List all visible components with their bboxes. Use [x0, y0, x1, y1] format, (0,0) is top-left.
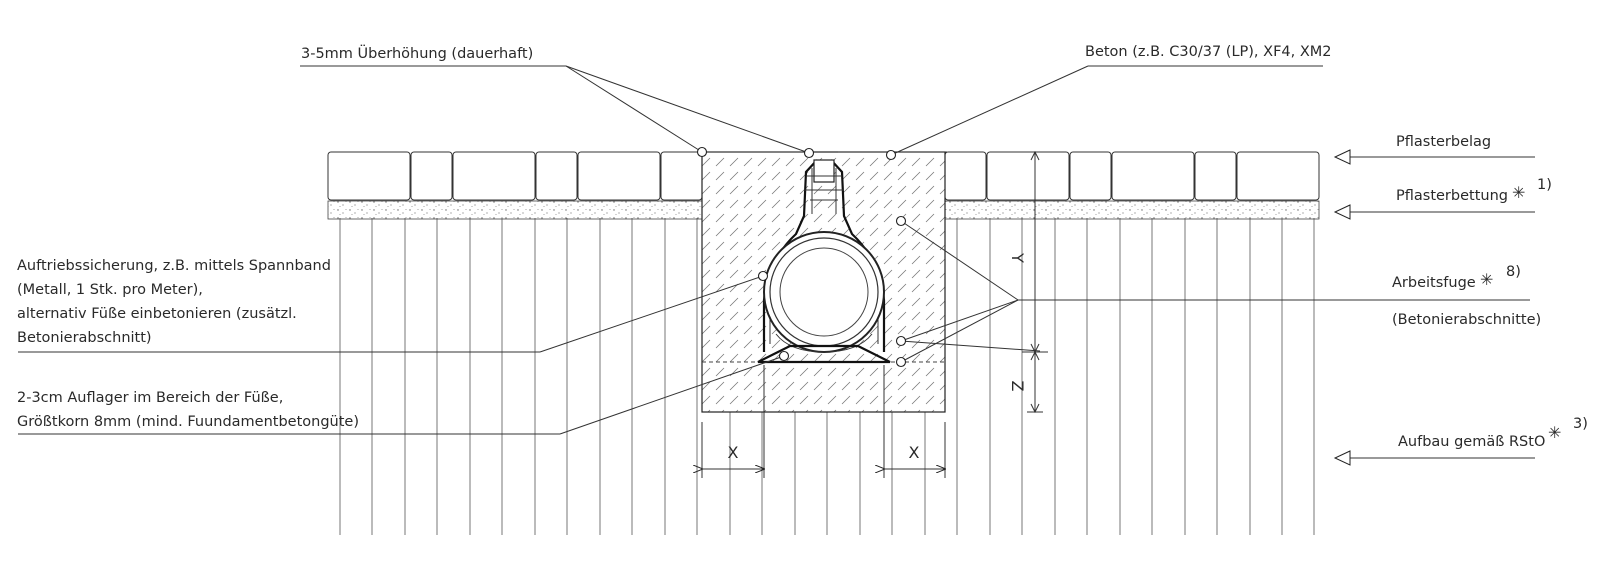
arbeitsfuge-footnote: 8): [1506, 264, 1521, 280]
label-auftrieb-line2: (Metall, 1 Stk. pro Meter),: [17, 282, 203, 298]
aufbau-footnote: 3): [1573, 416, 1588, 432]
dimension-x-left: X: [728, 443, 739, 462]
reference-markers: [696, 146, 907, 368]
label-beton: Beton (z.B. C30/37 (LP), XF4, XM2: [1085, 44, 1332, 60]
label-betonierabschnitte: (Betonierabschnitte): [1392, 312, 1541, 328]
label-ueberhoehung: 3-5mm Überhöhung (dauerhaft): [301, 44, 533, 62]
label-auftrieb-line4: Betonierabschnitt): [17, 330, 152, 346]
dimension-z: Z: [1008, 381, 1027, 392]
label-auftrieb-line1: Auftriebssicherung, z.B. mittels Spannba…: [17, 258, 331, 274]
leader-lines: [18, 65, 1530, 435]
label-auftrieb-line3: alternativ Füße einbetonieren (zusätzl.: [17, 306, 297, 322]
dimension-lines: [702, 150, 1048, 478]
label-auflager-line2: Größtkorn 8mm (mind. Fuundamentbetongüte…: [17, 414, 359, 430]
label-auflager-line1: 2-3cm Auflager im Bereich der Füße,: [17, 390, 283, 406]
aufbau-asterisk: ✳: [1548, 423, 1561, 442]
label-aufbau: Aufbau gemäß RStO: [1398, 434, 1545, 450]
dimension-x-right: X: [909, 443, 920, 462]
dimension-y: Y: [1008, 252, 1027, 263]
label-pflasterbettung: Pflasterbettung: [1396, 188, 1508, 204]
label-arbeitsfuge: Arbeitsfuge: [1392, 275, 1476, 291]
label-pflasterbelag: Pflasterbelag: [1396, 134, 1491, 150]
pflasterbettung-footnote: 1): [1537, 177, 1552, 193]
paving-bedding-layer: [327, 200, 1320, 220]
arbeitsfuge-asterisk: ✳: [1480, 270, 1493, 289]
paving-stones: [327, 151, 1320, 201]
layer-arrows: [1333, 149, 1535, 466]
drainage-channel: [757, 159, 891, 364]
pflasterbettung-asterisk: ✳: [1512, 183, 1525, 202]
subgrade-lines: [339, 218, 1315, 535]
